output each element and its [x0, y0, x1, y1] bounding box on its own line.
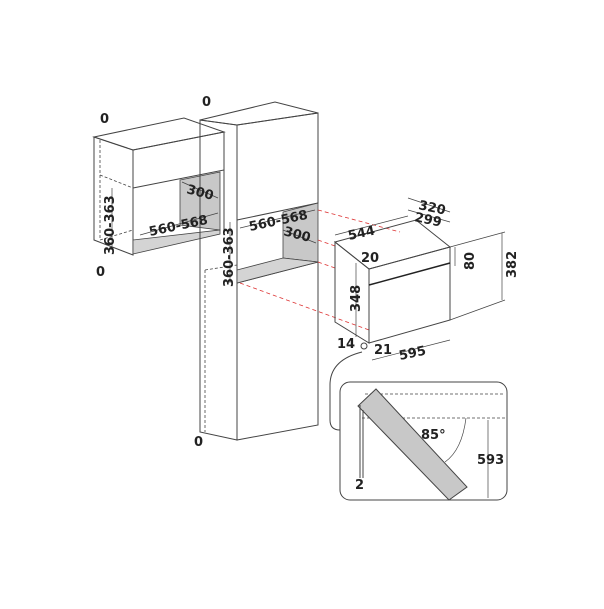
wall-bottom-gap-label: 0	[96, 265, 105, 280]
tall-top-gap-label: 0	[202, 95, 211, 110]
tall-depth-label: 300	[282, 224, 312, 246]
tall-bottom-gap-label: 0	[194, 435, 203, 450]
tall-height-label: 360-363	[222, 227, 237, 287]
oven-body-348-label: 348	[349, 285, 364, 312]
oven-depth-320-label: 320	[417, 198, 447, 218]
door-gap-label: 2	[355, 478, 364, 493]
oven-height-382-label: 382	[505, 251, 520, 278]
oven-depth-299-label: 299	[413, 210, 443, 230]
wall-height-label: 360-363	[103, 195, 118, 255]
oven-offset-14-label: 14	[337, 337, 355, 352]
oven-panel-80-label: 80	[463, 252, 478, 270]
tall-cabinet	[199, 101, 319, 441]
oven	[329, 197, 506, 431]
oven-offset-21-label: 21	[374, 343, 392, 358]
door-height-label: 593	[477, 453, 504, 468]
door-angle-label: 85°	[421, 428, 446, 443]
wall-depth-label: 300	[185, 182, 215, 204]
oven-width-label: 595	[398, 344, 428, 364]
oven-offset-20-label: 20	[361, 251, 379, 266]
oven-width-back-label: 544	[347, 224, 377, 244]
door-detail	[339, 381, 508, 501]
wall-top-gap-label: 0	[100, 112, 109, 127]
